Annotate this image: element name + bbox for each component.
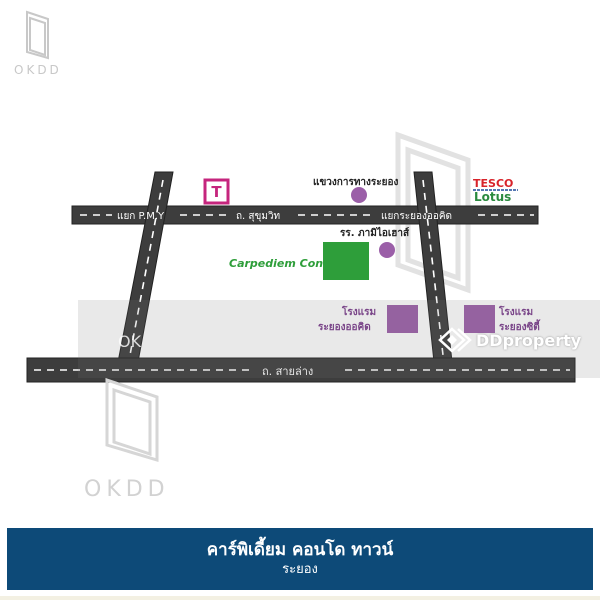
project-title: คาร์พิเดี้ยม คอนโด ทาวน์ <box>206 540 394 560</box>
band-left-text: OK <box>118 332 142 351</box>
hotel-orchid-label-line1: โรงแรม <box>341 305 376 318</box>
okdd-large-text: OKDD <box>84 477 170 502</box>
tesco-label: TESCO <box>473 177 513 190</box>
lotus-label: Lotus <box>474 190 511 204</box>
svg-text:T: T <box>211 183 222 201</box>
ddproperty-logo: DDproperty <box>438 326 581 354</box>
project-marker <box>323 242 369 280</box>
hospital-icon: T <box>203 178 230 205</box>
landmark-highway-office-label: แขวงการทางระยอง <box>313 177 399 188</box>
okdd-lower-watermark-icon <box>105 377 159 463</box>
landmark-highway-office-marker <box>351 187 367 203</box>
hotel-city-label-line2: ระยองซิตี้ <box>499 319 541 333</box>
road-label-orchid-junction: แยกระยองออคิด <box>381 211 452 222</box>
road-label-sukhumvit: ถ. สุขุมวิท <box>236 211 280 222</box>
road-lower <box>26 357 576 383</box>
landmark-school-marker <box>379 242 395 258</box>
project-title-bar: คาร์พิเดี้ยม คอนโด ทาวน์ ระยอง <box>7 528 593 590</box>
landmark-school-label: รร. ภามิไอเฮาส์ <box>340 226 410 239</box>
okdd-small-text: OKDD <box>14 63 62 77</box>
ddproperty-watermark-band <box>78 300 600 378</box>
hotel-city-label-line1: โรงแรม <box>498 305 533 318</box>
hotel-city-marker <box>464 305 495 333</box>
okdd-logo-icon <box>26 10 49 60</box>
road-label-lower: ถ. สายล่าง <box>262 365 313 378</box>
road-network <box>26 171 576 383</box>
hotel-orchid-marker <box>387 305 418 333</box>
ddproperty-text: DDproperty <box>476 330 582 350</box>
project-location: ระยอง <box>282 562 318 577</box>
bottom-divider <box>0 596 600 600</box>
hotel-orchid-label-line2: ระยองออคิด <box>318 321 371 333</box>
project-label: Carpediem Condo <box>229 257 339 270</box>
road-label-pmy: แยก P.M.Y <box>117 211 165 222</box>
ddproperty-diamond-icon <box>438 327 472 353</box>
